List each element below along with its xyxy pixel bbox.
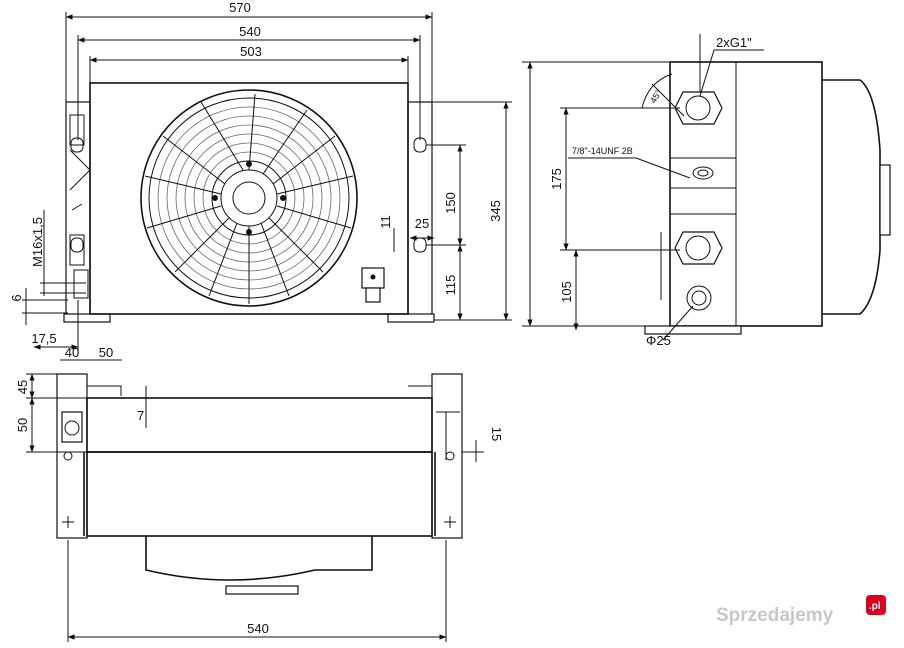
dim-105: 105 <box>559 281 574 303</box>
dim-115: 115 <box>443 275 458 296</box>
dim-540-front: 540 <box>239 24 261 39</box>
dim-50-front: 50 <box>99 345 113 360</box>
dim-570: 570 <box>229 0 251 15</box>
angle-label: 45° <box>648 88 664 105</box>
dim-150: 150 <box>443 192 458 214</box>
watermark-text: Sprzedajemy <box>716 605 834 626</box>
terminal-box <box>361 267 385 303</box>
radiator-body <box>89 82 409 315</box>
dim-6: 6 <box>9 294 24 301</box>
dim-175: 175 <box>549 168 564 190</box>
watermark: Sprzedajemy .pl <box>716 595 886 626</box>
dim-345: 345 <box>488 200 503 222</box>
left-foot <box>63 313 111 323</box>
dim-15: 15 <box>489 427 504 441</box>
side-foot <box>644 325 742 335</box>
top-left-bracket <box>56 373 88 539</box>
dim-50-top: 50 <box>15 418 30 432</box>
motor-housing <box>822 79 881 315</box>
drain-port <box>686 285 712 311</box>
drain-plug <box>73 269 89 299</box>
motor-cap <box>879 164 891 236</box>
top-motor-cap <box>225 585 299 595</box>
right-foot <box>387 313 435 323</box>
thread-m16: M16x1,5 <box>30 217 45 267</box>
watermark-suffix: .pl <box>869 601 881 612</box>
fan-guard <box>140 89 358 307</box>
side-view: 175 105 7/8"-14UNF 2B 2xG1" 45° Φ25 <box>522 34 891 348</box>
angle-arc <box>641 73 673 109</box>
left-ports-detail <box>69 114 91 266</box>
top-port <box>61 411 83 443</box>
ports-label: 2xG1" <box>716 35 752 50</box>
dim-7: 7 <box>137 408 144 423</box>
top-right-bracket <box>431 373 463 539</box>
unf-port <box>692 166 714 180</box>
dim-540-top: 540 <box>247 621 269 636</box>
top-markers <box>62 451 456 528</box>
upper-port <box>674 91 723 125</box>
lower-port <box>674 231 723 265</box>
watermark-badge <box>866 595 886 615</box>
dim-40: 40 <box>65 345 79 360</box>
dim-11: 11 <box>378 215 393 229</box>
top-view: 45 50 7 15 540 <box>15 373 504 642</box>
dim-503: 503 <box>240 44 262 59</box>
top-motor <box>145 536 373 581</box>
front-view: 570 540 503 345 150 115 25 11 M16x1,5 6 <box>9 0 512 361</box>
top-fan-shroud <box>86 451 433 537</box>
dia-label: Φ25 <box>646 333 671 348</box>
top-radiator-core <box>86 397 433 453</box>
fan-spokes <box>144 93 354 304</box>
dim-45: 45 <box>15 380 30 394</box>
unf-label: 7/8"-14UNF 2B <box>572 146 633 156</box>
dim-25: 25 <box>415 216 429 231</box>
top-flanges <box>87 385 433 396</box>
dim-17-5: 17,5 <box>31 331 56 346</box>
side-body <box>669 61 823 327</box>
